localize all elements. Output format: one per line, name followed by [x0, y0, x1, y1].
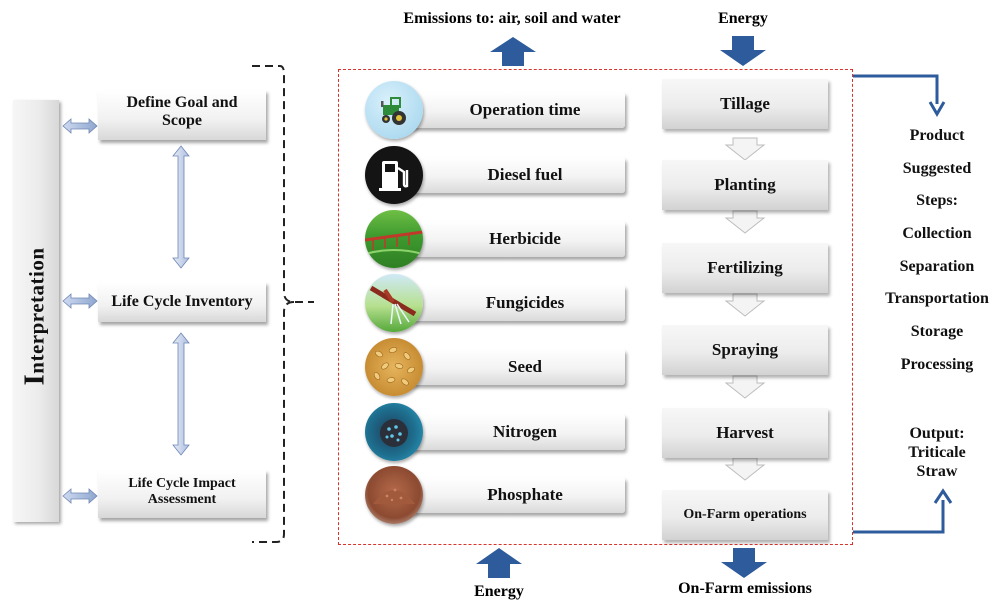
product-arrow-head	[928, 101, 946, 117]
energy-bottom-label: Energy	[474, 583, 524, 600]
step-item: Processing	[900, 356, 974, 373]
herbicide-field-icon	[365, 210, 423, 268]
energy-top-label: Energy	[718, 10, 768, 27]
phase-goal-scope: Define Goal and Scope	[98, 90, 266, 140]
emissions-bottom-label: On-Farm emissions	[678, 580, 812, 597]
input-diesel-fuel: Diesel fuel	[365, 146, 625, 206]
emissions-top-label: Emissions to: air, soil and water	[403, 10, 621, 27]
phase-inventory: Life Cycle Inventory	[98, 282, 266, 322]
steps-label: Steps:	[916, 192, 958, 209]
output-flow-line	[853, 500, 945, 534]
tractor-icon	[365, 81, 423, 139]
system-boundary-frame	[338, 69, 853, 545]
input-operation-time: Operation time	[365, 81, 625, 141]
phase-impact-assessment: Life Cycle Impact Assessment	[98, 470, 266, 518]
step-item: Transportation	[885, 290, 989, 307]
interpretation-bar	[13, 100, 59, 522]
input-label: Seed	[405, 349, 625, 385]
output-line1: Output:	[909, 425, 965, 442]
output-label-block: Output: Triticale Straw	[877, 424, 997, 481]
input-herbicide: Herbicide	[365, 210, 625, 270]
blue-arrows	[476, 36, 767, 578]
step-item: Collection	[902, 225, 972, 242]
output-line3: Straw	[916, 463, 958, 480]
step-item: Storage	[910, 323, 964, 340]
input-phosphate: Phosphate	[365, 466, 625, 526]
phosphate-soil-icon	[365, 466, 423, 524]
step-on-farm-operations: On-Farm operations	[662, 490, 828, 540]
fuel-pump-icon	[365, 146, 423, 204]
dashed-brace	[252, 65, 314, 543]
product-steps-list: Product Suggested Steps: Collection Sepa…	[872, 126, 1002, 388]
product-label: Product	[909, 127, 965, 144]
output-line2: Triticale	[908, 444, 966, 461]
fungicide-spray-icon	[365, 274, 423, 332]
output-arrow-head	[933, 488, 953, 504]
phase-goal-line1: Define Goal and	[126, 94, 238, 111]
suggested-label: Suggested	[902, 160, 972, 177]
phase-impact-line2: Assessment	[147, 492, 217, 507]
input-seed: Seed	[365, 338, 625, 398]
double-arrow-horizontal-icon	[62, 118, 98, 504]
step-arrows	[724, 137, 766, 481]
input-label: Diesel fuel	[405, 157, 625, 193]
step-spraying: Spraying	[662, 325, 828, 375]
seed-grain-icon	[365, 338, 423, 396]
step-fertilizing: Fertilizing	[662, 243, 828, 293]
product-flow-line	[853, 74, 939, 104]
step-tillage: Tillage	[662, 79, 828, 129]
input-label: Herbicide	[405, 221, 625, 257]
input-label: Nitrogen	[405, 414, 625, 450]
step-harvest: Harvest	[662, 408, 828, 458]
nitrogen-fertilizer-icon	[365, 403, 423, 461]
input-fungicides: Fungicides	[365, 274, 625, 334]
step-planting: Planting	[662, 160, 828, 210]
input-label: Phosphate	[405, 477, 625, 513]
step-item: Separation	[899, 258, 975, 275]
phase-goal-line2: Scope	[162, 112, 202, 129]
input-label: Fungicides	[405, 285, 625, 321]
input-nitrogen: Nitrogen	[365, 403, 625, 463]
input-label: Operation time	[405, 92, 625, 128]
phase-impact-line1: Life Cycle Impact	[128, 476, 236, 491]
double-arrow-vertical-icon	[172, 145, 190, 456]
